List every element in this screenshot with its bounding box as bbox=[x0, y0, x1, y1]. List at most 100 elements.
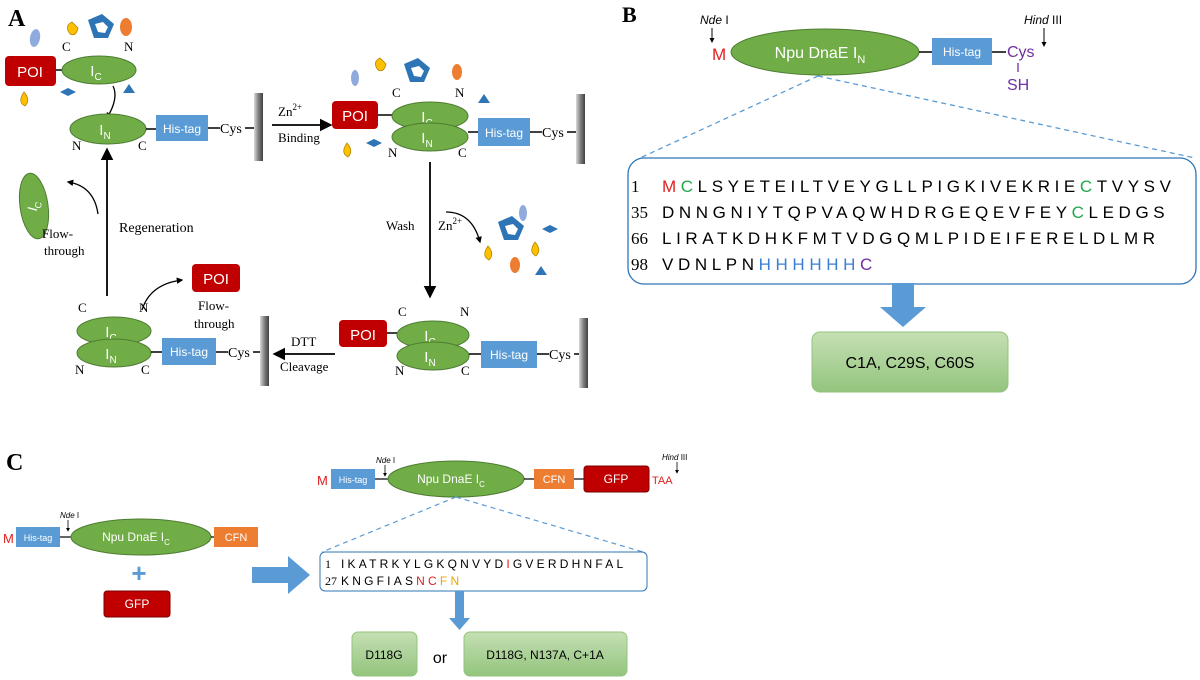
gfp-box-c1 bbox=[103, 590, 171, 618]
svg-text:CFN: CFN bbox=[543, 474, 566, 486]
svg-text:N: N bbox=[75, 362, 85, 377]
svg-text:IC: IC bbox=[90, 63, 101, 83]
poi-label-a1: POI bbox=[17, 64, 43, 81]
svg-text:C: C bbox=[398, 304, 407, 319]
panel-b-label: B bbox=[622, 2, 637, 27]
stop-codon: TAA bbox=[652, 475, 673, 487]
resin-column-a3 bbox=[579, 318, 588, 388]
in-ellipse-a2 bbox=[391, 122, 469, 152]
dtt-label: DTT bbox=[291, 334, 316, 349]
svg-text:Zn2+: Zn2+ bbox=[438, 216, 462, 233]
panel-a-label: A bbox=[8, 6, 26, 32]
svg-text:IN: IN bbox=[99, 122, 110, 142]
panel-a: A POI IC C N IN N C His-tag Cys bbox=[5, 6, 588, 388]
option-box-1 bbox=[351, 631, 418, 677]
resin-column-a1 bbox=[254, 93, 263, 161]
start-met-b: M bbox=[712, 45, 726, 64]
svg-text:IC: IC bbox=[24, 198, 44, 213]
svg-text:Nde I: Nde I bbox=[60, 511, 79, 520]
flow-through-label-2a: Flow- bbox=[42, 226, 73, 241]
svg-text:C: C bbox=[78, 300, 87, 315]
panel-c-label: C bbox=[6, 450, 23, 476]
n-term-a1: N bbox=[124, 39, 134, 54]
plus-sign: + bbox=[131, 558, 146, 588]
svg-text:IC: IC bbox=[105, 324, 116, 344]
impurity-molecules-1 bbox=[20, 14, 135, 107]
svg-text:Nde I: Nde I bbox=[376, 456, 395, 465]
svg-text:C: C bbox=[461, 363, 470, 378]
svg-text:POI: POI bbox=[203, 271, 229, 288]
svg-text:Npu DnaE IC: Npu DnaE IC bbox=[417, 472, 485, 489]
svg-text:Npu DnaE IN: Npu DnaE IN bbox=[775, 45, 866, 66]
his-tag-b bbox=[932, 38, 992, 65]
svg-text:His-tag: His-tag bbox=[170, 345, 208, 359]
svg-text:N: N bbox=[139, 300, 149, 315]
svg-text:N: N bbox=[460, 304, 470, 319]
svg-text:N: N bbox=[388, 145, 398, 160]
ic-ellipse-a1 bbox=[61, 55, 137, 85]
svg-text:POI: POI bbox=[342, 108, 368, 125]
svg-text:N: N bbox=[455, 85, 465, 100]
panel-b: B Nde I M Npu DnaE IN His-tag Cys SH Hin… bbox=[622, 2, 1197, 393]
svg-text:GFP: GFP bbox=[604, 472, 629, 486]
svg-text:Cys: Cys bbox=[228, 346, 250, 361]
svg-text:CFN: CFN bbox=[225, 532, 248, 544]
sh-b: SH bbox=[1007, 77, 1029, 94]
n-term-a2: N bbox=[72, 138, 82, 153]
poi-box-a1 bbox=[5, 56, 56, 86]
sequence-row-number: 98 bbox=[631, 255, 648, 274]
sequence-row: LIRATKDHKFMTVDGQMLPIDEIFERELDLMR bbox=[662, 229, 1160, 248]
sequence-row-number: 1 bbox=[325, 557, 331, 571]
sequence-row: IKATRKYLGKQNVYDIGVERDHNFAL bbox=[341, 557, 626, 571]
svg-text:M: M bbox=[317, 473, 328, 488]
svg-text:Hind III: Hind III bbox=[662, 453, 687, 462]
svg-text:His-tag: His-tag bbox=[943, 45, 981, 59]
cleavage-label: Cleavage bbox=[280, 359, 329, 374]
his-tag-c2 bbox=[331, 469, 375, 489]
cfn-box-c1 bbox=[214, 527, 258, 547]
resin-column-a2 bbox=[576, 94, 585, 164]
svg-text:His-tag: His-tag bbox=[163, 122, 201, 136]
svg-text:GFP: GFP bbox=[125, 597, 150, 611]
poi-box-a3 bbox=[339, 320, 387, 347]
cys-a1: Cys bbox=[220, 122, 242, 137]
sequence-row: KNGFIASNCFN bbox=[341, 574, 462, 588]
option-1: D118G bbox=[365, 648, 402, 662]
svg-text:His-tag: His-tag bbox=[339, 475, 368, 485]
mutations-b: C1A, C29S, C60S bbox=[846, 355, 975, 372]
svg-text:C: C bbox=[458, 145, 467, 160]
sequence-row-number: 66 bbox=[631, 229, 648, 248]
c-term-a1: C bbox=[62, 39, 71, 54]
his-tag-a2 bbox=[478, 118, 530, 146]
ic-ellipse-a5 bbox=[18, 172, 50, 240]
wash-label: Wash bbox=[386, 218, 415, 233]
sequence-row: VDNLPNHHHHHHC bbox=[662, 255, 877, 274]
svg-text:His-tag: His-tag bbox=[490, 348, 528, 362]
his-tag-a4 bbox=[162, 338, 216, 365]
poi-box-a2 bbox=[332, 101, 378, 129]
svg-text:IN: IN bbox=[424, 349, 435, 369]
regeneration-label: Regeneration bbox=[119, 221, 194, 236]
in-ellipse-a3 bbox=[396, 341, 470, 371]
his-tag-a1 bbox=[156, 115, 208, 141]
svg-text:C: C bbox=[392, 85, 401, 100]
his-tag-a3 bbox=[481, 341, 537, 368]
svg-text:His-tag: His-tag bbox=[24, 533, 53, 543]
impurity-molecules-3 bbox=[484, 205, 558, 275]
svg-text:Nde I: Nde I bbox=[700, 13, 729, 27]
flow-through-label-2b: through bbox=[44, 243, 85, 258]
svg-text:POI: POI bbox=[350, 327, 376, 344]
resin-column-a4 bbox=[260, 316, 269, 386]
svg-text:Hind III: Hind III bbox=[1024, 13, 1062, 27]
sequence-row: MCLSYETEILTVEYGLLPIGKIVEKRIECTVYSV bbox=[662, 177, 1176, 196]
svg-text:C: C bbox=[141, 362, 150, 377]
svg-text:Cys: Cys bbox=[542, 126, 564, 141]
svg-text:Npu DnaE IC: Npu DnaE IC bbox=[102, 530, 170, 547]
impurity-molecules-2 bbox=[343, 57, 490, 158]
option-2: D118G, N137A, C+1A bbox=[486, 648, 604, 662]
svg-text:IN: IN bbox=[105, 346, 116, 366]
svg-text:His-tag: His-tag bbox=[485, 126, 523, 140]
option-box-2 bbox=[463, 631, 628, 677]
